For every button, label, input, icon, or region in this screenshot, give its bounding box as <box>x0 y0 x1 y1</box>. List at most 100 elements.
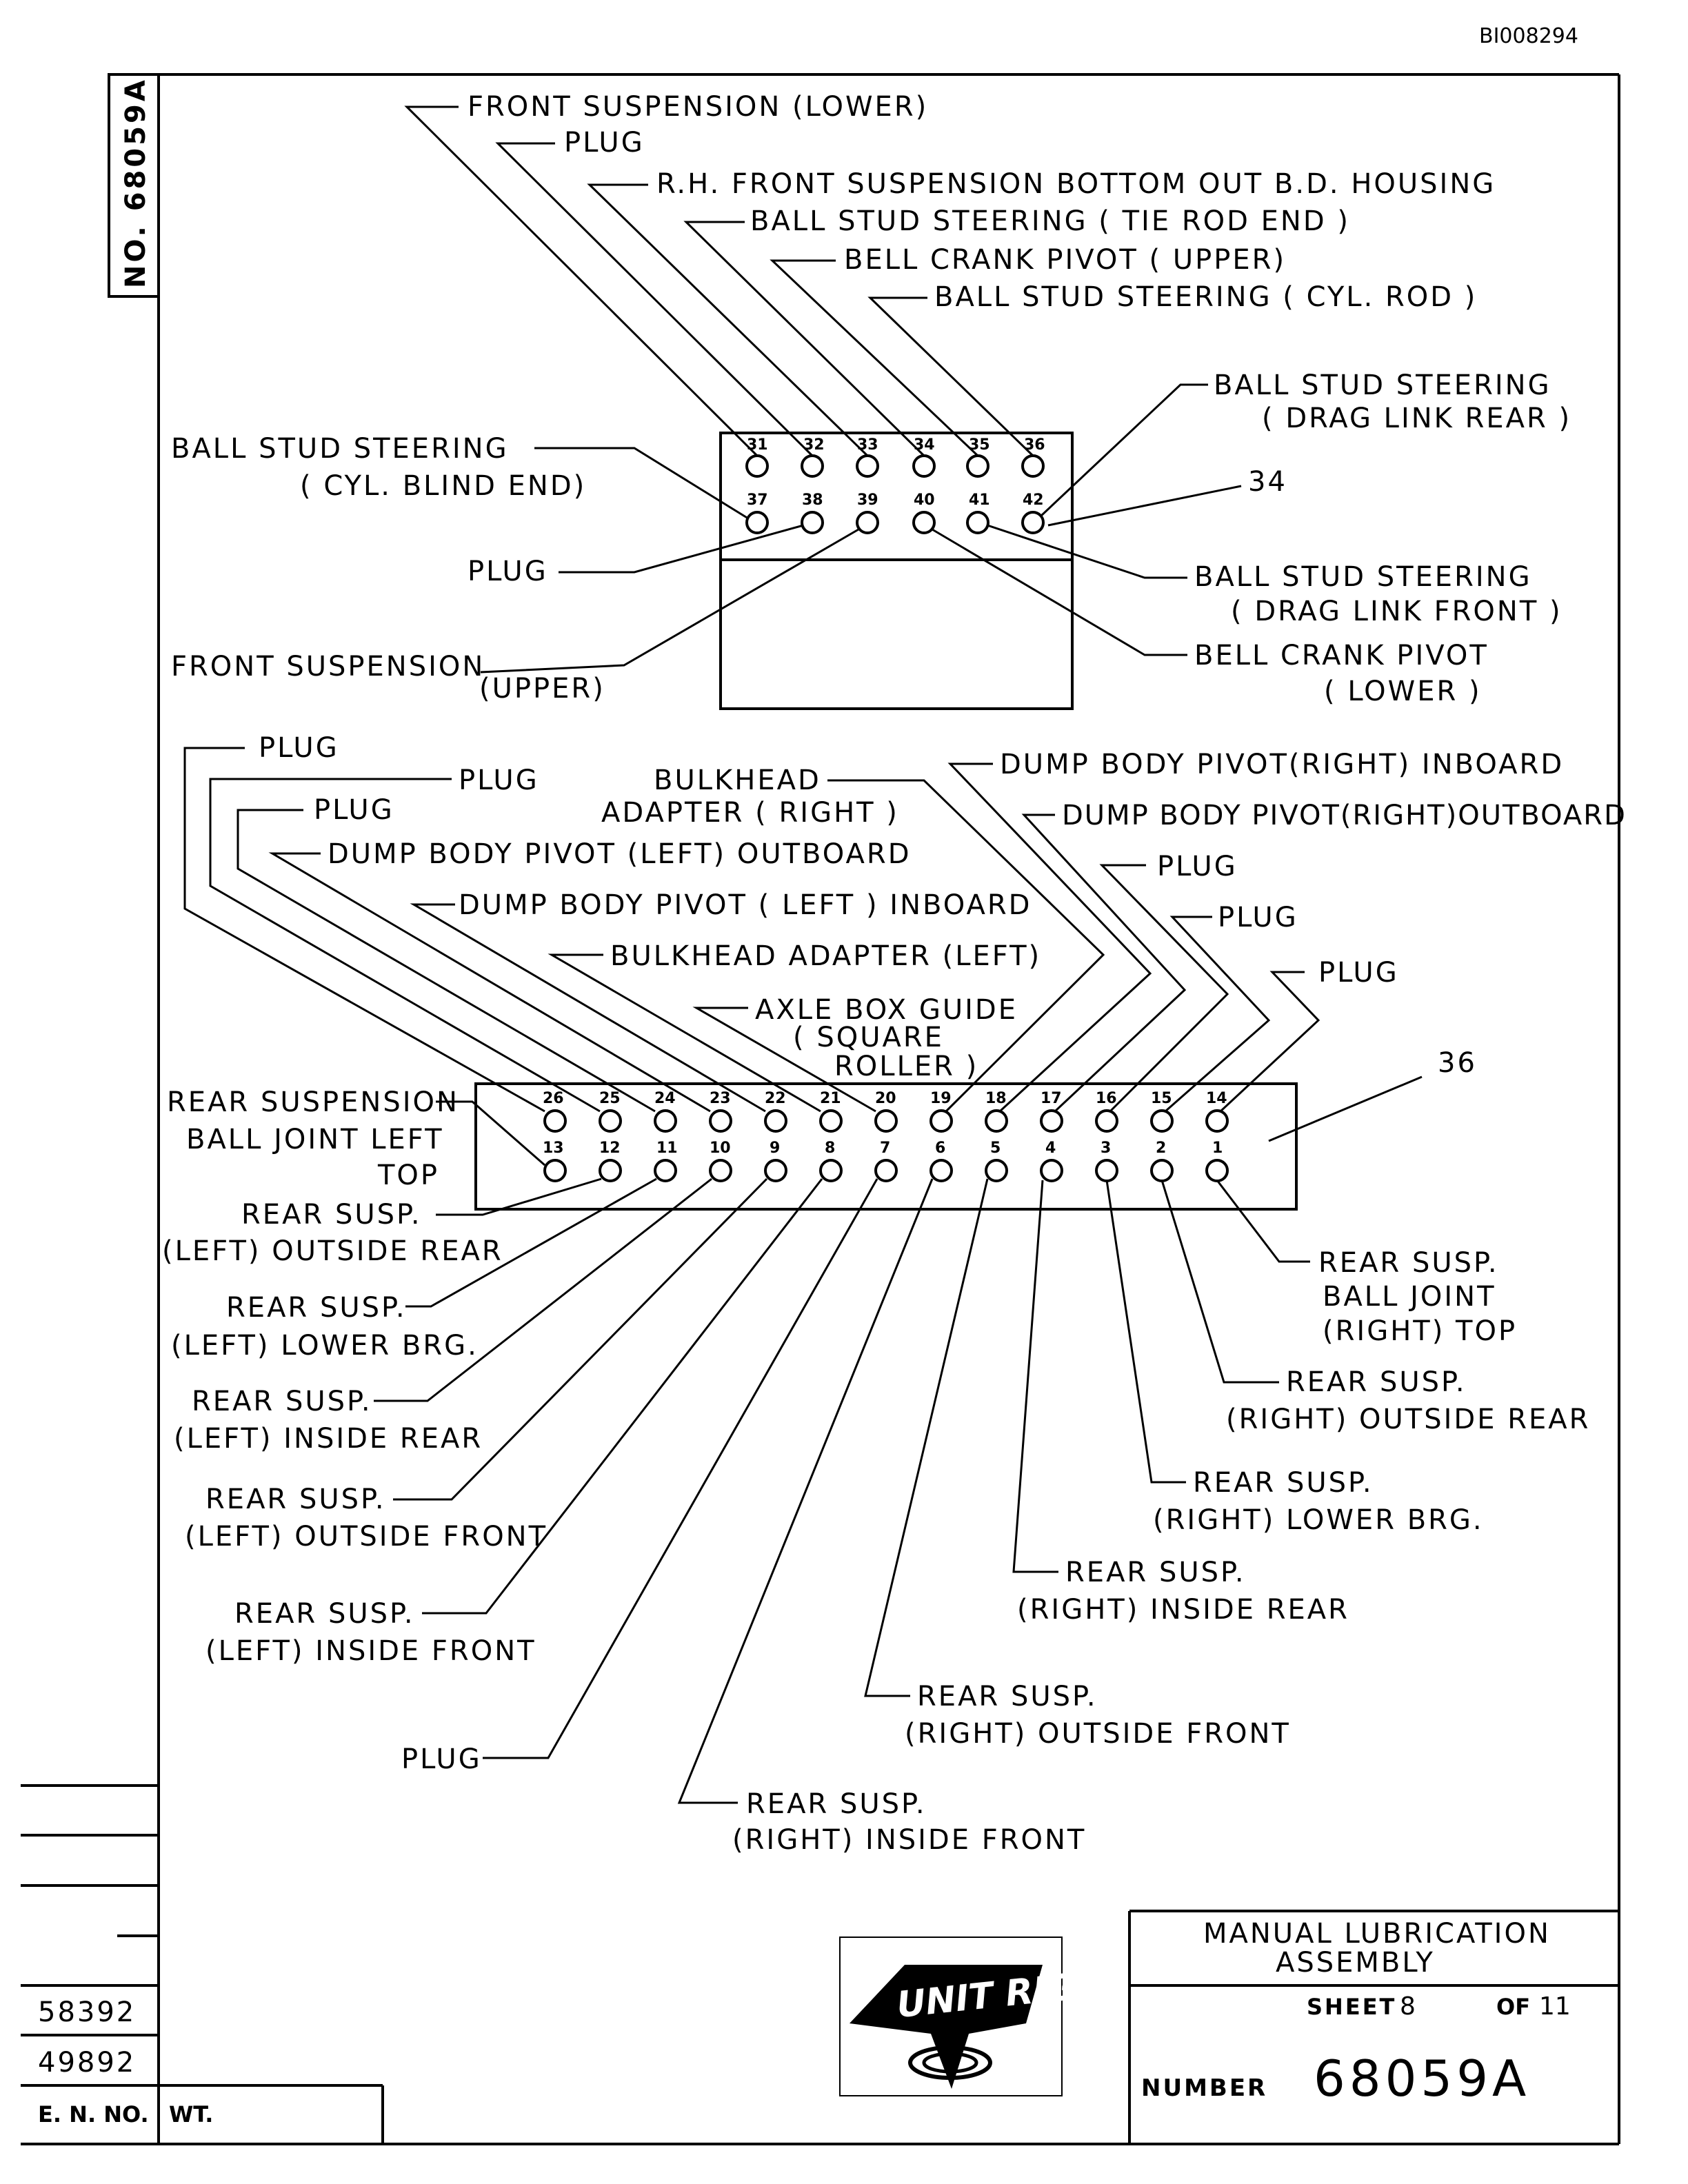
label-plug-2: PLUG <box>459 765 539 796</box>
svg-text:17: 17 <box>1041 1090 1062 1107</box>
label-ref-34: 34 <box>1248 466 1287 498</box>
label-front-susp-upper-2: (UPPER) <box>479 673 605 705</box>
label-left-inside-rear-2: (LEFT) INSIDE REAR <box>174 1423 483 1455</box>
fitting-37: 37 <box>745 492 769 534</box>
lower-top-leaders <box>183 747 1423 1142</box>
label-drag-link-rear-1: BALL STUD STEERING <box>1214 370 1551 401</box>
label-right-lower-brg-1: REAR SUSP. <box>1193 1467 1374 1499</box>
label-right-inside-rear-1: REAR SUSP. <box>1065 1557 1246 1588</box>
fitting-33: 33 <box>856 436 879 478</box>
label-bell-crank-upper: BELL CRANK PIVOT ( UPPER) <box>844 244 1286 276</box>
label-bell-crank-lower-1: BELL CRANK PIVOT <box>1194 640 1489 671</box>
svg-text:18: 18 <box>985 1090 1007 1107</box>
label-rear-bj-left-2: BALL JOINT LEFT <box>186 1124 444 1155</box>
side-number-box <box>108 73 160 298</box>
unit-rig-logo: UNIT RIG <box>839 1937 1078 2096</box>
label-right-inside-front-2: (RIGHT) INSIDE FRONT <box>732 1824 1086 1856</box>
fitting-13: 13 <box>543 1140 567 1182</box>
revision-block: 58392 49892 E. N. NO. WT. <box>21 1784 384 2144</box>
label-dump-right-outboard: DUMP BODY PIVOT(RIGHT)OUTBOARD <box>1062 800 1627 831</box>
svg-text:7: 7 <box>880 1140 890 1157</box>
revision-58392: 58392 <box>38 1996 136 2028</box>
fitting-25: 25 <box>599 1090 622 1133</box>
svg-text:19: 19 <box>930 1090 952 1107</box>
svg-text:26: 26 <box>543 1090 564 1107</box>
fitting-18: 18 <box>985 1090 1008 1133</box>
label-plug-6: PLUG <box>1318 957 1399 989</box>
label-rear-bj-left-3: TOP <box>377 1160 439 1191</box>
label-bulkhead-left: BULKHEAD ADAPTER (LEFT) <box>610 940 1041 972</box>
label-left-lower-brg-1: REAR SUSP. <box>226 1292 407 1324</box>
svg-text:22: 22 <box>765 1090 786 1107</box>
svg-text:24: 24 <box>654 1090 676 1107</box>
fitting-22: 22 <box>764 1090 787 1133</box>
svg-text:12: 12 <box>599 1140 621 1157</box>
fitting-36: 36 <box>1021 436 1045 478</box>
label-dump-right-inboard: DUMP BODY PIVOT(RIGHT) INBOARD <box>1000 749 1564 780</box>
svg-text:1: 1 <box>1212 1140 1223 1157</box>
svg-text:3: 3 <box>1101 1140 1111 1157</box>
label-right-outside-front-2: (RIGHT) OUTSIDE FRONT <box>905 1718 1291 1750</box>
fitting-14: 14 <box>1205 1090 1229 1133</box>
svg-text:6: 6 <box>935 1140 945 1157</box>
label-left-inside-rear-1: REAR SUSP. <box>192 1386 372 1417</box>
label-cyl-blind-1: BALL STUD STEERING <box>171 433 509 465</box>
label-left-lower-brg-2: (LEFT) LOWER BRG. <box>171 1330 479 1362</box>
label-plug-3: PLUG <box>314 794 394 826</box>
fitting-7: 7 <box>874 1140 898 1182</box>
svg-text:37: 37 <box>747 492 768 509</box>
revision-49892: 49892 <box>38 2047 136 2079</box>
fitting-12: 12 <box>599 1140 622 1182</box>
side-number: NO. 68059A <box>120 77 152 288</box>
svg-text:10: 10 <box>710 1140 731 1157</box>
svg-text:21: 21 <box>820 1090 841 1107</box>
lower-manifold-block <box>474 1082 1298 1211</box>
drawing-number: 68059A <box>1314 2050 1530 2107</box>
label-plug-b: PLUG <box>468 556 548 587</box>
of-number: 11 <box>1539 1992 1571 2021</box>
fitting-34: 34 <box>912 436 936 478</box>
label-plug-1: PLUG <box>259 732 339 764</box>
label-bulkhead-right-1: BULKHEAD <box>654 765 821 796</box>
sheet-number: 8 <box>1400 1992 1416 2021</box>
fitting-8: 8 <box>819 1140 843 1182</box>
label-plug-4: PLUG <box>1157 851 1238 882</box>
fitting-3: 3 <box>1095 1140 1118 1182</box>
fitting-6: 6 <box>930 1140 953 1182</box>
label-right-bj-3: (RIGHT) TOP <box>1323 1315 1517 1347</box>
fitting-20: 20 <box>874 1090 898 1133</box>
fitting-19: 19 <box>930 1090 953 1133</box>
fitting-38: 38 <box>801 492 824 534</box>
label-left-outside-front-1: REAR SUSP. <box>205 1484 386 1515</box>
of-label: OF <box>1496 1994 1530 2020</box>
fitting-1: 1 <box>1205 1140 1229 1182</box>
svg-text:5: 5 <box>990 1140 1001 1157</box>
fitting-10: 10 <box>709 1140 732 1182</box>
label-bell-crank-lower-2: ( LOWER ) <box>1324 676 1482 707</box>
label-left-outside-rear-1: REAR SUSP. <box>241 1199 422 1231</box>
label-right-inside-rear-2: (RIGHT) INSIDE REAR <box>1017 1594 1349 1626</box>
weight-label: WT. <box>169 2101 213 2127</box>
label-rear-bj-left-1: REAR SUSPENSION <box>167 1086 459 1118</box>
label-dump-left-inboard: DUMP BODY PIVOT ( LEFT ) INBOARD <box>459 889 1032 921</box>
number-label: NUMBER <box>1141 2074 1267 2102</box>
lower-bottom-leaders <box>374 1100 1310 1804</box>
label-axle-box-1: AXLE BOX GUIDE <box>755 994 1018 1026</box>
fitting-23: 23 <box>709 1090 732 1133</box>
svg-text:14: 14 <box>1206 1090 1227 1107</box>
label-plug-7: PLUG <box>401 1743 482 1775</box>
svg-text:38: 38 <box>802 492 823 509</box>
sheet-label: SHEET <box>1307 1994 1396 2020</box>
svg-text:33: 33 <box>857 436 878 454</box>
label-right-outside-rear-1: REAR SUSP. <box>1286 1366 1467 1398</box>
label-tie-rod: BALL STUD STEERING ( TIE ROD END ) <box>750 205 1350 237</box>
document-id: BI008294 <box>1479 24 1578 48</box>
lower-fittings: 26 25 24 23 22 21 20 19 18 17 16 15 14 1… <box>543 1090 1229 1182</box>
label-right-bj-2: BALL JOINT <box>1323 1281 1496 1313</box>
label-left-outside-front-2: (LEFT) OUTSIDE FRONT <box>185 1521 547 1553</box>
upper-manifold-block <box>719 432 1074 710</box>
label-left-inside-front-1: REAR SUSP. <box>234 1598 415 1630</box>
label-drag-link-front-2: ( DRAG LINK FRONT ) <box>1231 596 1563 627</box>
fitting-15: 15 <box>1150 1090 1174 1133</box>
